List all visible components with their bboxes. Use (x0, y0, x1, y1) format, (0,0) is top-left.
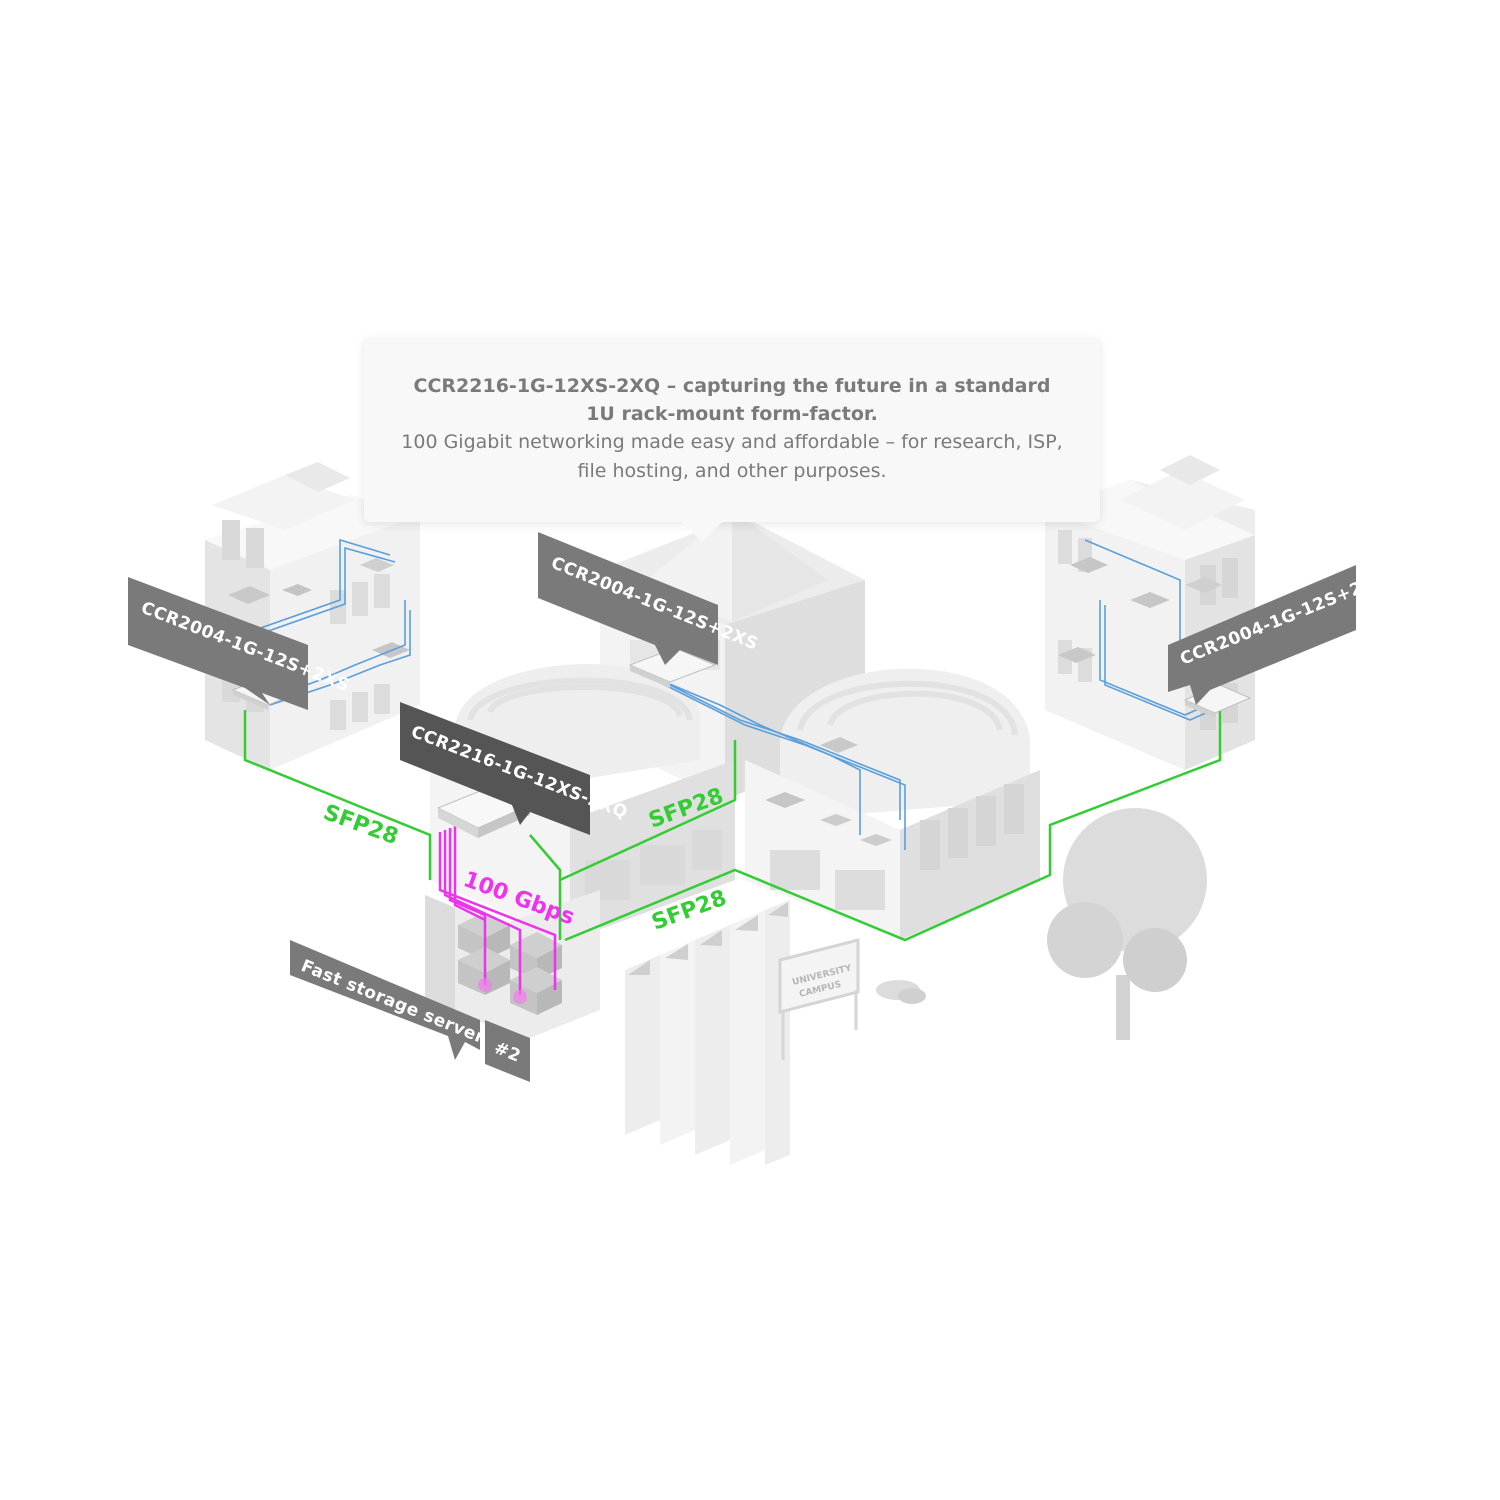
tree (1047, 808, 1207, 1040)
sfp28-links (243, 705, 1222, 942)
callout-box: CCR2216-1G-12XS-2XQ – capturing the futu… (364, 338, 1100, 522)
callout-title: CCR2216-1G-12XS-2XQ – capturing the futu… (413, 375, 1051, 425)
right-arched-hall (745, 668, 1040, 940)
storage-100g-links (438, 826, 557, 995)
callout-body: 100 Gigabit networking made easy and aff… (401, 431, 1063, 482)
label-storage-server-2: #2 (485, 1020, 530, 1082)
campus-sign: UNIVERSITY CAMPUS (778, 938, 926, 1060)
storage-port-glow-2 (513, 990, 527, 1004)
callout-tail (680, 520, 724, 542)
storage-port-glow-1 (478, 978, 492, 992)
flag-poles (625, 900, 790, 1165)
